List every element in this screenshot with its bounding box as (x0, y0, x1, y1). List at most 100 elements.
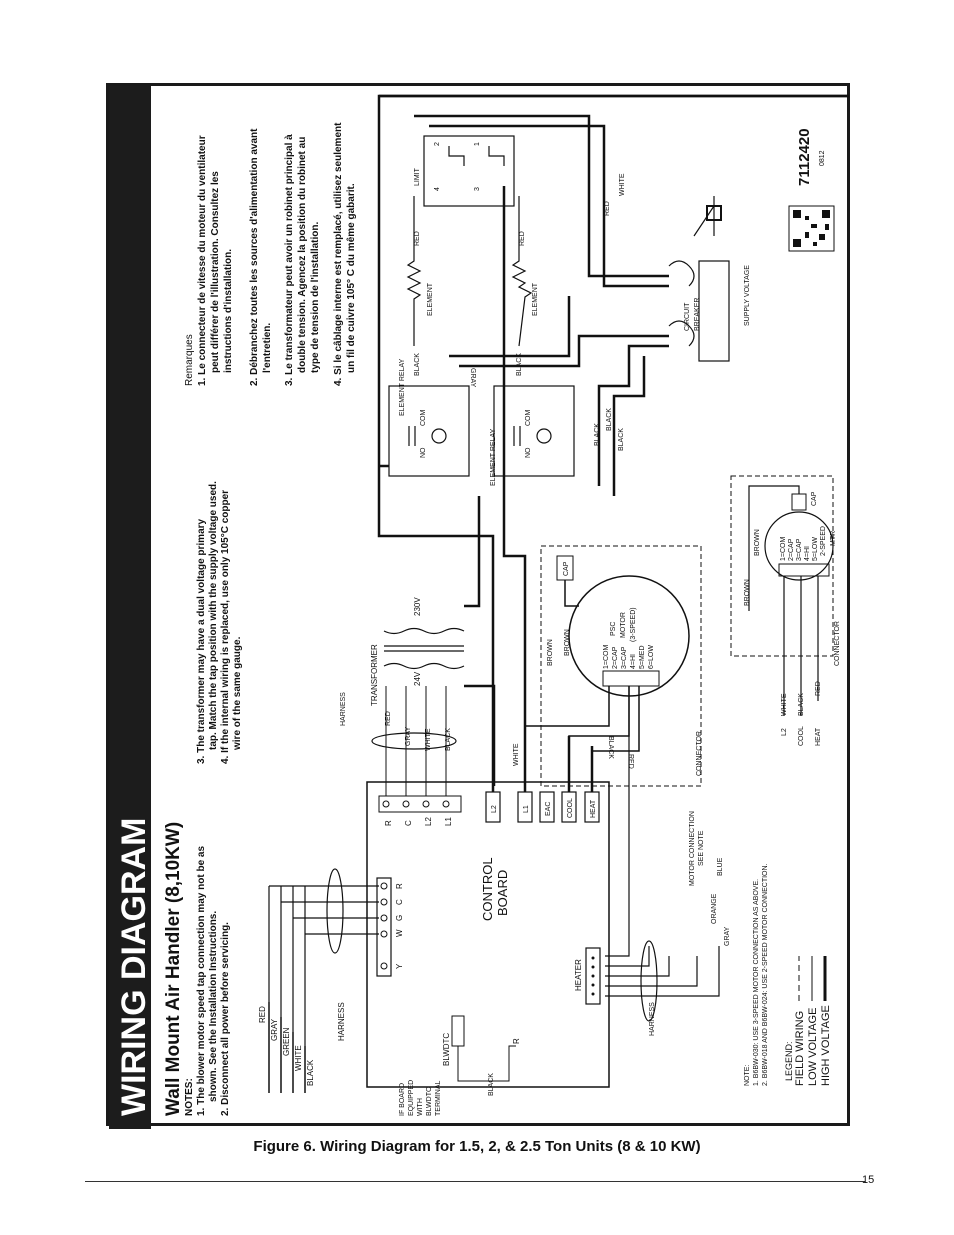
footer-rule (85, 1181, 865, 1182)
transformer-wire-labels: RED GRAY WHITE BLACK HARNESS (340, 692, 452, 751)
relay-black-3: BLACK (594, 423, 601, 446)
limit-switches (423, 135, 515, 207)
psc-brown-2: BROWN (564, 629, 571, 656)
diagram-frame: WIRING DIAGRAM Wall Mount Air Handler (8… (106, 83, 850, 1129)
tw-red: RED (385, 711, 392, 726)
psc-labels: PSC MOTOR (3-SPEED) 1=COM 2=CAP 3=CAP 4=… (513, 607, 703, 776)
ts-cap: CAP (811, 491, 818, 506)
two-speed-motor-box (730, 475, 834, 657)
tstat-terminal-strip (376, 877, 392, 977)
wire-label-black: BLACK (306, 1059, 315, 1086)
board-qc-labels: L2 L1 EAC COOL HEAT (491, 798, 597, 818)
qc-cool: COOL (567, 798, 574, 818)
title-bar (109, 86, 151, 1129)
relay-label-1: ELEMENT RELAY (399, 358, 406, 416)
remarques-line: double tension. Agencez la position du r… (297, 137, 308, 373)
tstat-r: R (395, 883, 404, 889)
ts-brown: BROWN (744, 579, 751, 606)
board-terminal-strip (378, 795, 462, 813)
tstat-terminals (380, 882, 388, 970)
motor-conn-line: MOTOR CONNECTION (689, 811, 696, 886)
psc-tap: 4=HI (630, 654, 637, 669)
remarques-line: instructions d'installation. (223, 249, 234, 373)
legend-low: LOW VOLTAGE (807, 1008, 819, 1086)
term-l2: L2 (424, 817, 433, 826)
relay-black: BLACK (414, 353, 421, 376)
legend-field: FIELD WIRING (794, 1011, 806, 1086)
limit-white: WHITE (619, 173, 626, 196)
limit-num: 2 (434, 142, 441, 146)
wire-label-gray: GRAY (270, 1018, 279, 1041)
psc-motor-box (540, 545, 702, 787)
motor-conn-note: MOTOR CONNECTION SEE NOTE (689, 811, 705, 886)
supply-voltage: SUPPLY VOLTAGE (744, 265, 751, 326)
lv-l2: L2 (781, 728, 788, 736)
limit-num: 3 (474, 187, 481, 191)
psc-black: BLACK (607, 736, 614, 759)
relay-black-5: BLACK (618, 428, 625, 451)
two-speed-labels: 1=COM 2=CAP 3=CAP 4=HI 5=LOW 2-SPEED MTR… (744, 491, 841, 746)
motor-conn-line: SEE NOTE (698, 830, 705, 866)
ts-mtr: 2-SPEED (820, 526, 827, 556)
relay1-no: NO (420, 447, 427, 458)
transformer-labels: TRANSFORMER 24V 230V (370, 597, 422, 706)
ts-tap: 3=CAP (796, 538, 803, 561)
relay-labels: ELEMENT RELAY ELEMENT RELAY NO COM NO CO… (399, 353, 625, 486)
breaker-labels: CIRCUIT BREAKER SUPPLY VOLTAGE (684, 265, 751, 331)
motor-note-line: 1. B6BW-030: USE 3-SPEED MOTOR CONNECTIO… (753, 879, 760, 1086)
psc-tap: 2=CAP (612, 646, 619, 669)
remarques-line: type de tension de l'installation. (310, 221, 321, 373)
two-speed-wires (748, 485, 819, 716)
psc-line: (3-SPEED) (630, 607, 637, 642)
limit-num: 4 (434, 187, 441, 191)
notes-en: NOTES: 1. The blower motor speed tap con… (184, 481, 243, 1116)
control-board-label: CONTROL (480, 857, 495, 921)
term-r: R (384, 820, 393, 826)
transformer-label: TRANSFORMER (370, 644, 379, 706)
term-l1: L1 (444, 817, 453, 826)
blwdtc-r-label: R (512, 1038, 521, 1044)
psc-tap: 6=LOW (648, 645, 655, 669)
diagram-title: WIRING DIAGRAM (115, 818, 153, 1116)
limit-labels: LIMIT 2 4 1 3 RED WHITE (414, 142, 626, 216)
qc-l2: L2 (491, 805, 498, 813)
remarques-line: un fil de cuivre 105° C du même gabarit. (346, 183, 357, 373)
board-terminal-labels: R C L2 L1 (384, 817, 453, 826)
wire-label-blue: BLUE (717, 857, 724, 876)
lv-heat: HEAT (815, 727, 822, 746)
tstat-terminal-labels: Y W G C R (395, 883, 404, 969)
motor-note-line: 2. B6BW-018 AND B6BW-024: USE 2-SPEED MO… (762, 863, 769, 1086)
legend-high: HIGH VOLTAGE (820, 1005, 832, 1086)
wire-label-orange: ORANGE (711, 893, 718, 924)
relay-gray: GRAY (469, 368, 476, 388)
thermostat-wires (268, 868, 379, 1093)
heater-connector (585, 947, 601, 1005)
notes-line: 1. The blower motor speed tap connection… (196, 846, 207, 1116)
tstat-g: G (395, 915, 404, 921)
ts-connector: CONNECTOR (834, 621, 841, 666)
v230-label: 230V (413, 597, 422, 616)
blwdtc-terminal (451, 1015, 465, 1047)
qc-heat: HEAT (590, 799, 597, 818)
relay2-com: COM (525, 410, 532, 427)
if-board-line: TERMINAL (435, 1081, 442, 1117)
v24-label: 24V (413, 671, 422, 686)
figure-caption: Figure 6. Wiring Diagram for 1.5, 2, & 2… (253, 1138, 701, 1155)
psc-red: RED (627, 754, 634, 769)
date-code: 0812 (819, 150, 826, 166)
relay1-com: COM (420, 410, 427, 427)
wire-label-red: RED (258, 1006, 267, 1023)
remarques-line: 4. Si le câblage interne est remplacé, u… (333, 122, 344, 386)
qr-code (788, 205, 835, 252)
heater-label: HEATER (574, 959, 583, 991)
element-labels: ELEMENT ELEMENT RED RED (414, 231, 539, 316)
blwdtc-wire (457, 1045, 516, 1082)
remarques-line: 3. Le transformateur peut avoir un robin… (284, 134, 295, 386)
two-speed-motor (764, 511, 834, 581)
transformer (383, 627, 465, 670)
psc-wires (524, 580, 640, 792)
part-number: 7112420 (796, 128, 813, 186)
heating-elements (406, 196, 533, 347)
if-board-line: WITH (417, 1098, 424, 1116)
control-board (366, 781, 610, 1088)
